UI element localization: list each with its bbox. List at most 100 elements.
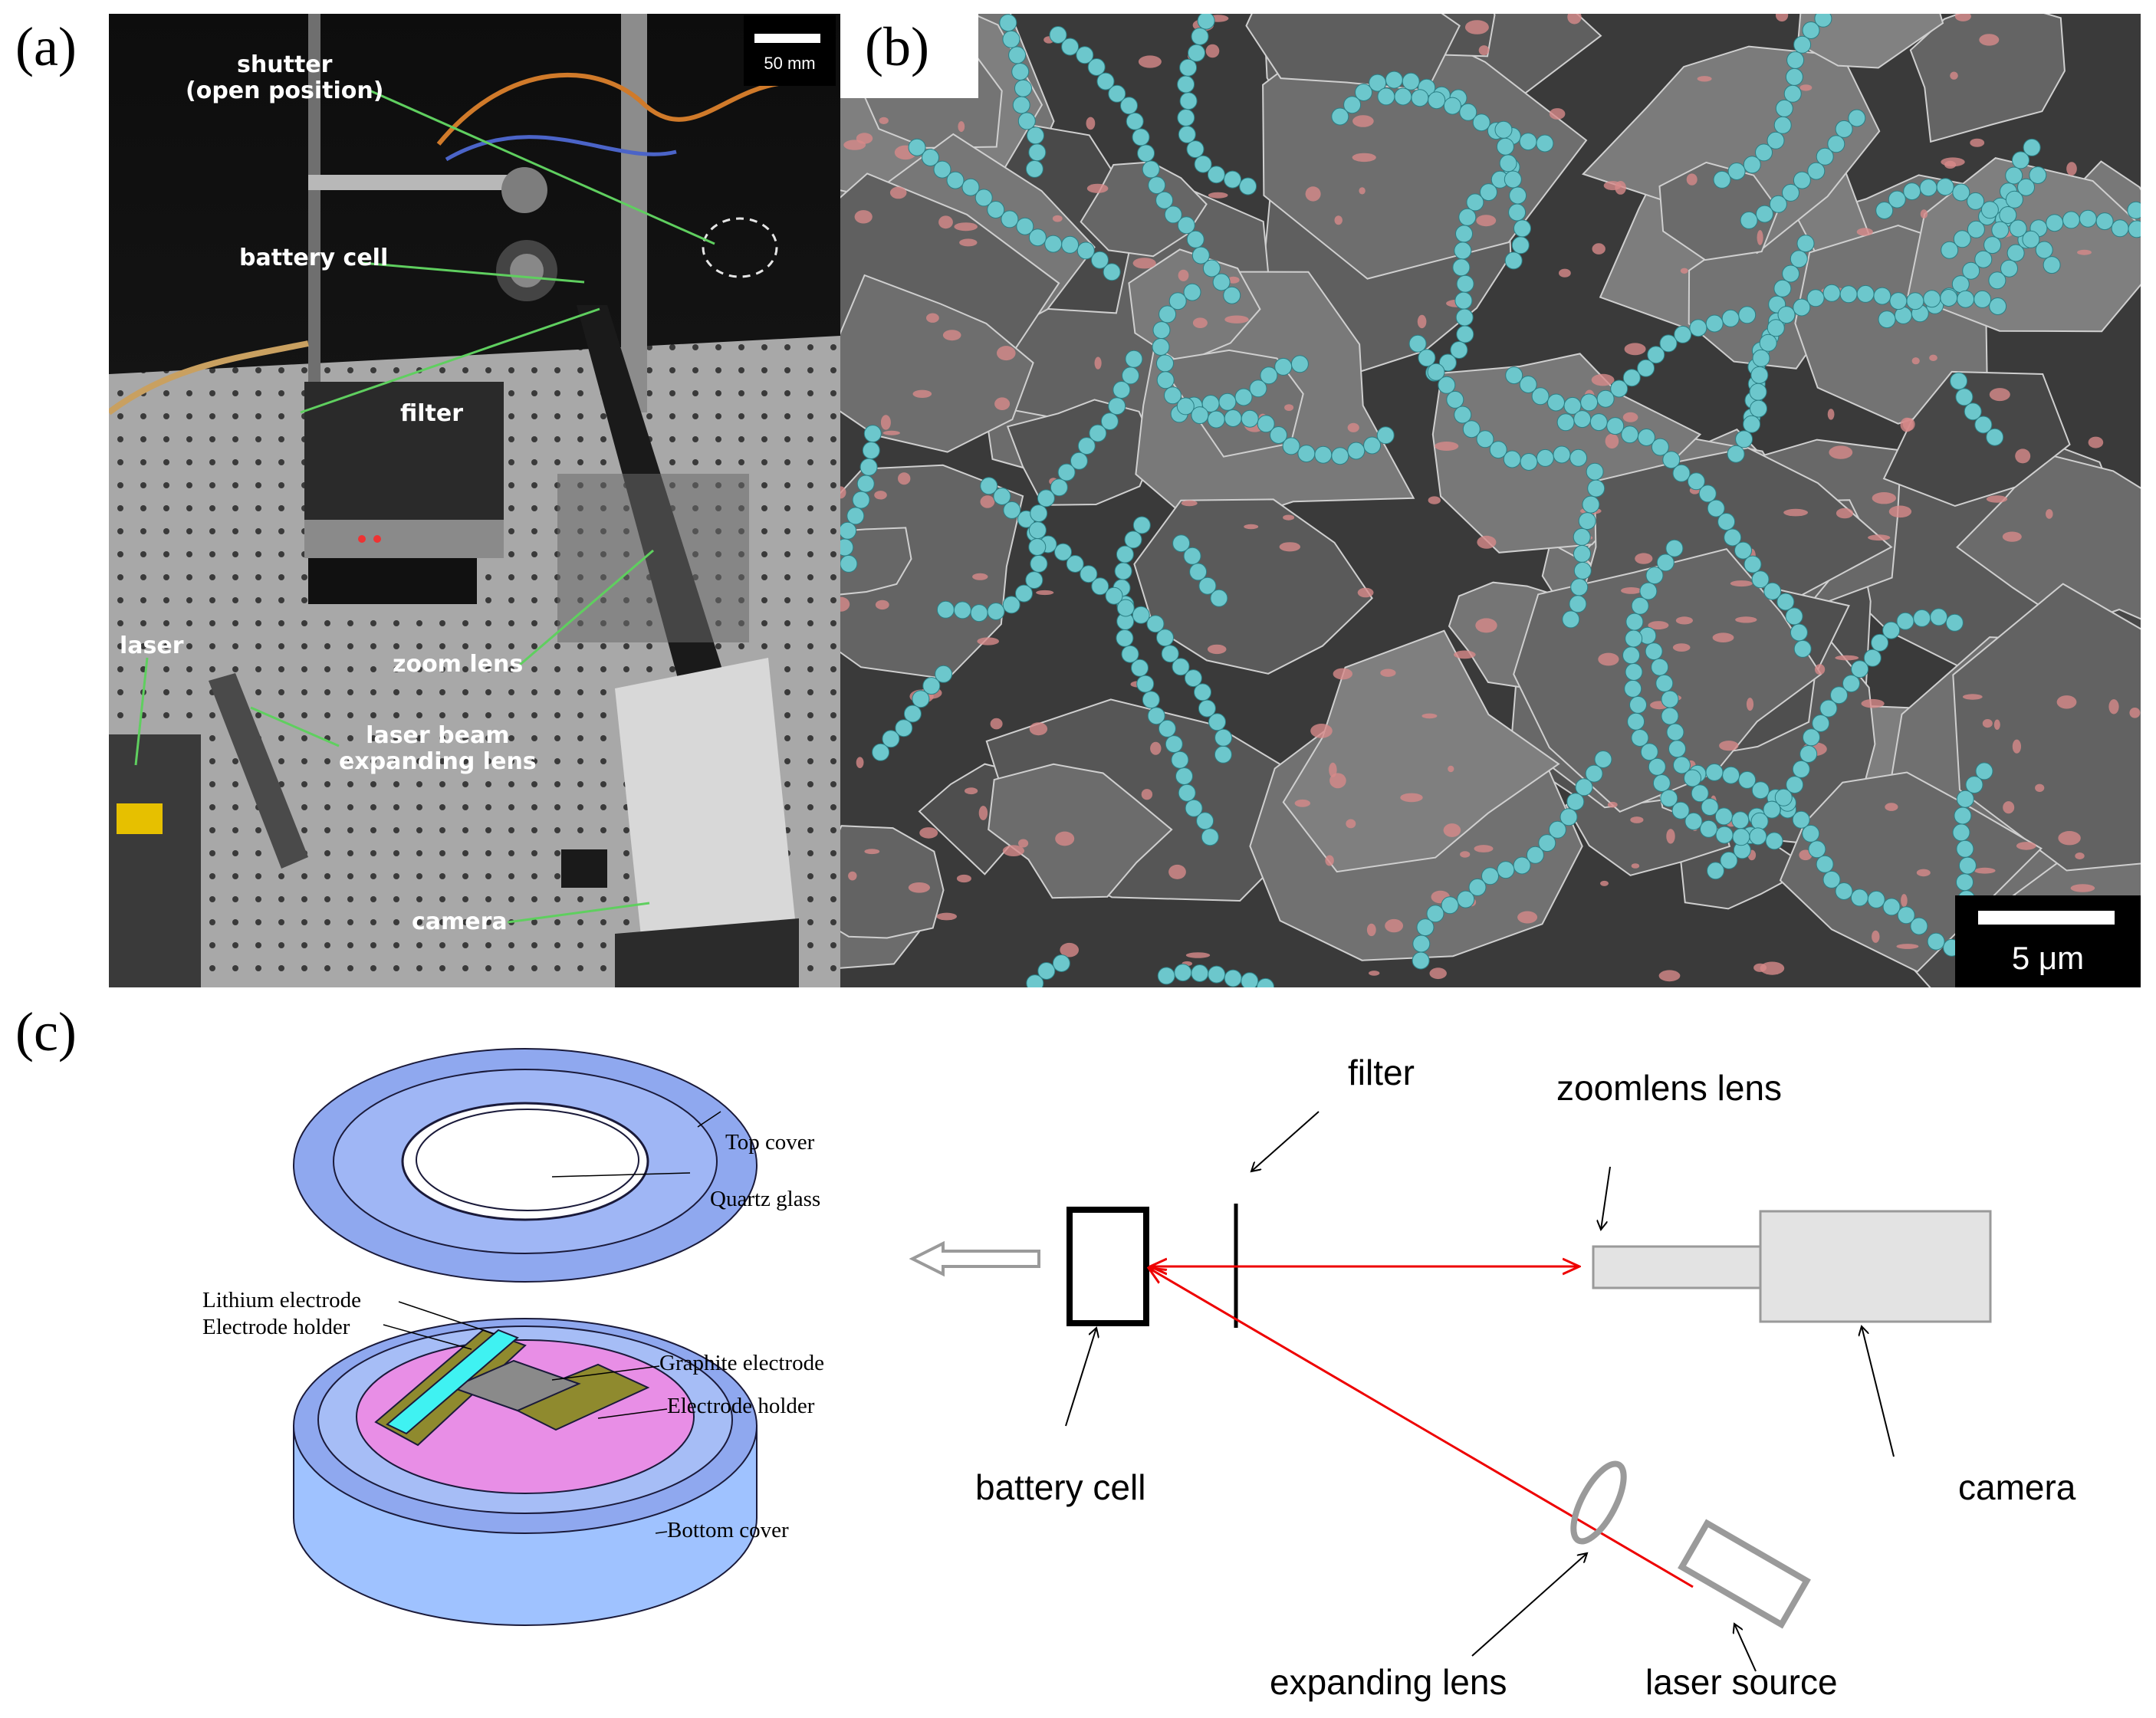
- silicon-particle: [1116, 545, 1134, 563]
- graphite-flake: [1080, 161, 1208, 258]
- binder-patch: [880, 415, 891, 430]
- silicon-particle: [1556, 413, 1575, 432]
- binder-patch: [1672, 643, 1691, 652]
- binder-patch: [854, 210, 873, 224]
- graphite-flake: [1133, 498, 1373, 675]
- silicon-particle: [1842, 675, 1860, 693]
- binder-patch: [1920, 209, 1928, 218]
- binder-patch: [1605, 433, 1619, 449]
- silicon-particle: [1168, 292, 1187, 310]
- binder-patch: [1829, 445, 1853, 459]
- silicon-particle: [1052, 954, 1070, 972]
- binder-patch: [1366, 923, 1376, 937]
- graphite-electrode-label: Graphite electrode: [659, 1351, 824, 1375]
- binder-patch: [912, 389, 932, 398]
- silicon-particle: [1910, 917, 1928, 935]
- battery-cell-box: [1066, 1207, 1149, 1326]
- silicon-particle: [1027, 126, 1044, 145]
- silicon-particle: [1177, 109, 1195, 126]
- panel-b-scale-bar: 5 μm: [1955, 895, 2141, 987]
- graphite-flake: [1882, 370, 2071, 508]
- panel-a-letter: (a): [15, 16, 77, 77]
- binder-patch: [1658, 970, 1681, 982]
- binder-patch: [856, 757, 864, 768]
- scale-bar-text: 50 mm: [764, 54, 816, 73]
- silicon-particle: [1786, 776, 1804, 794]
- silicon-particle: [912, 690, 930, 708]
- silicon-particle: [1923, 290, 1941, 308]
- silicon-particle: [1121, 645, 1139, 663]
- silicon-particle: [1122, 366, 1139, 385]
- binder-patch: [1757, 230, 1763, 245]
- silicon-particle: [1792, 810, 1810, 829]
- silicon-particle: [1720, 851, 1738, 869]
- binder-patch: [1428, 496, 1441, 504]
- binder-patch: [1799, 849, 1813, 861]
- silicon-particle: [1481, 867, 1499, 885]
- binder-patch: [1615, 181, 1626, 195]
- silicon-particle: [1472, 113, 1490, 132]
- silicon-particle: [1790, 623, 1808, 642]
- silicon-particle: [1468, 878, 1487, 896]
- binder-patch: [1517, 911, 1538, 924]
- binder-patch: [1621, 587, 1642, 594]
- silicon-particle: [1412, 935, 1431, 953]
- binder-patch: [1055, 831, 1075, 846]
- scale-bar-line: [754, 34, 820, 43]
- silicon-particle: [1450, 341, 1468, 359]
- binder-patch: [1346, 819, 1356, 829]
- silicon-particle: [1953, 230, 1971, 248]
- silicon-particle: [1028, 521, 1047, 540]
- silicon-particle: [1146, 615, 1165, 633]
- silicon-particle: [1054, 543, 1072, 561]
- silicon-particle: [1174, 964, 1192, 982]
- binder-patch: [1901, 894, 1908, 908]
- silicon-particle: [1755, 143, 1773, 162]
- silicon-particle: [1025, 159, 1043, 178]
- silicon-particle: [1212, 273, 1231, 291]
- binder-patch: [1208, 192, 1228, 199]
- binder-patch: [1185, 952, 1211, 958]
- binder-patch: [1836, 508, 1854, 519]
- silicon-particle: [1785, 607, 1803, 626]
- binder-patch: [889, 186, 907, 199]
- binder-patch: [1357, 587, 1374, 598]
- silicon-particle: [1793, 639, 1812, 658]
- silicon-particle: [1927, 932, 1945, 951]
- binder-patch: [1783, 508, 1808, 517]
- silicon-particle: [980, 477, 998, 495]
- silicon-particle: [1152, 338, 1170, 356]
- silicon-particle: [1744, 555, 1762, 573]
- graphite-flake: [840, 274, 1034, 453]
- silicon-particle: [1017, 112, 1036, 130]
- silicon-particle: [1645, 567, 1664, 585]
- silicon-particle: [1790, 250, 1808, 268]
- battery-cell-label: battery cell: [239, 245, 389, 271]
- silicon-particle: [1441, 896, 1459, 915]
- binder-patch: [1600, 880, 1609, 886]
- silicon-particle: [1394, 87, 1412, 106]
- silicon-particle: [1028, 538, 1047, 556]
- silicon-particle: [1089, 424, 1107, 442]
- binder-patch: [840, 596, 850, 612]
- silicon-particle: [1369, 74, 1387, 92]
- silicon-particle: [2005, 166, 2023, 185]
- silicon-particle: [1508, 203, 1527, 222]
- silicon-particle: [1355, 84, 1372, 101]
- silicon-particle: [1606, 417, 1625, 435]
- binder-patch: [1325, 855, 1334, 866]
- silicon-particle: [903, 705, 922, 723]
- silicon-particle: [1274, 357, 1293, 376]
- binder-patch: [1631, 863, 1640, 869]
- binder-patch: [1352, 153, 1376, 163]
- exploded-cell-diagram: [293, 1048, 758, 1626]
- silicon-particle: [1207, 166, 1225, 184]
- graphite-flake: [1282, 629, 1560, 873]
- silicon-particle: [1793, 298, 1811, 317]
- silicon-particle: [1906, 292, 1924, 310]
- binder-patch: [1712, 632, 1734, 642]
- silicon-particle: [1223, 286, 1241, 304]
- silicon-particle: [1456, 274, 1474, 293]
- silicon-particle: [1967, 192, 1985, 210]
- silicon-particle: [1087, 58, 1106, 76]
